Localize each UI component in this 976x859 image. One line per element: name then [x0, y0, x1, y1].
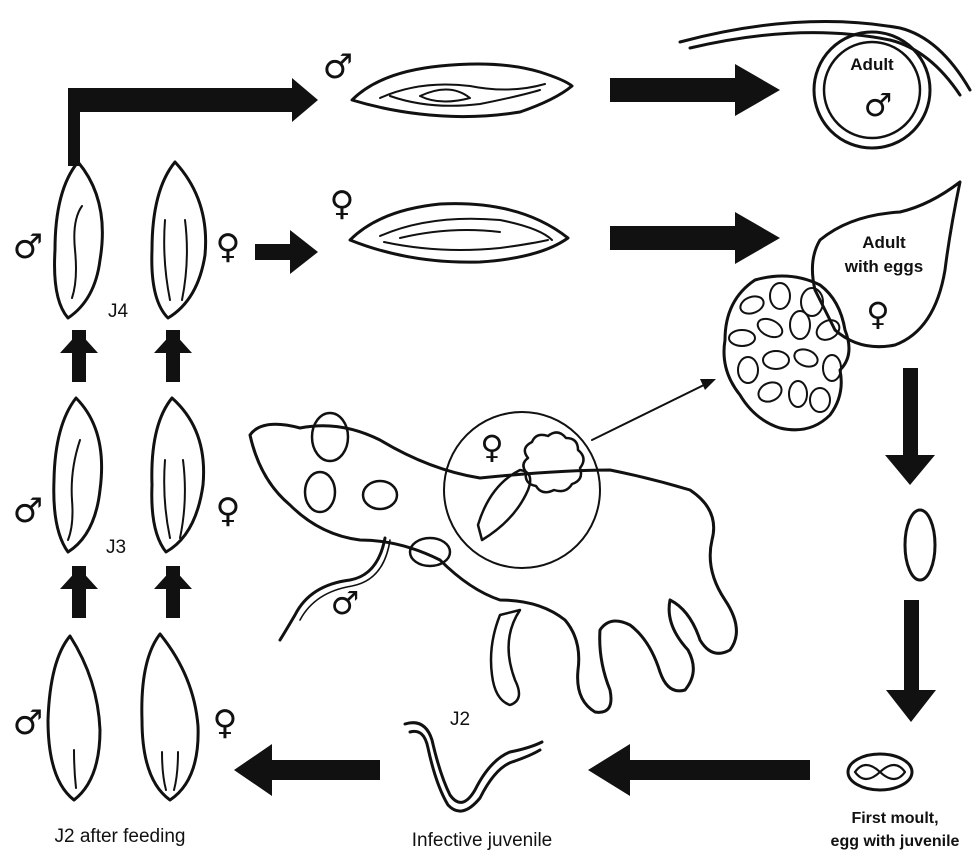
label-with-eggs: with eggs — [844, 257, 923, 276]
egg — [905, 510, 935, 580]
adult-female-with-eggs — [724, 182, 960, 430]
female-symbol: ♀ — [866, 295, 889, 333]
arrow-down — [886, 600, 936, 722]
arrow-left — [588, 744, 810, 796]
arrow-up-head — [60, 332, 98, 353]
infective-juvenile — [405, 723, 542, 811]
label-j3: J3 — [106, 537, 126, 558]
magnified-female-circle — [444, 412, 600, 568]
male-j4 — [55, 162, 103, 318]
arrow-down — [885, 368, 935, 485]
female-symbol: ♀ — [330, 184, 355, 224]
male-symbol: ♂ — [331, 584, 360, 622]
arrow-right — [255, 230, 318, 274]
female-pre-adult — [350, 204, 568, 263]
attached-juvenile — [410, 538, 450, 566]
arrow-right — [610, 212, 780, 264]
egg-with-juvenile — [848, 754, 912, 790]
label-first-moult: First moult, — [851, 810, 938, 827]
attached-juvenile — [363, 481, 397, 509]
arrow-up-head — [154, 332, 192, 353]
male-symbol: ♂ — [13, 703, 43, 743]
arrow-up-head — [60, 568, 98, 589]
female-symbol: ♀ — [216, 491, 241, 531]
label-j2-after-feeding: J2 after feeding — [55, 826, 186, 847]
female-j2-after-feeding — [142, 634, 198, 800]
male-pre-adult — [352, 64, 572, 117]
male-j2-after-feeding — [48, 636, 100, 800]
female-j4 — [152, 162, 206, 318]
arrow-up-head — [154, 568, 192, 589]
egg-mass — [523, 432, 583, 492]
label-egg-with-juvenile: egg with juvenile — [831, 833, 960, 850]
female-symbol: ♀ — [216, 227, 241, 267]
label-j2: J2 — [450, 709, 470, 730]
female-j3 — [152, 398, 204, 552]
male-symbol: ♂ — [13, 227, 43, 267]
male-j3 — [54, 398, 102, 552]
male-symbol: ♂ — [13, 491, 43, 531]
label-j4: J4 — [108, 301, 129, 322]
attached-juvenile — [312, 413, 348, 461]
label-infective-juvenile: Infective juvenile — [412, 830, 552, 851]
swollen-female-on-root — [478, 470, 530, 540]
arrow-left — [234, 744, 380, 796]
arrow-right — [610, 64, 780, 116]
male-symbol: ♂ — [323, 47, 353, 87]
egg-cluster — [729, 283, 843, 412]
arrow-up-right — [68, 78, 318, 166]
label-adult-female: Adult — [862, 233, 906, 252]
female-symbol: ♀ — [480, 428, 503, 466]
attached-juvenile — [305, 472, 335, 512]
male-symbol: ♂ — [864, 86, 893, 124]
female-symbol: ♀ — [213, 703, 238, 743]
label-adult-male: Adult — [850, 55, 894, 74]
